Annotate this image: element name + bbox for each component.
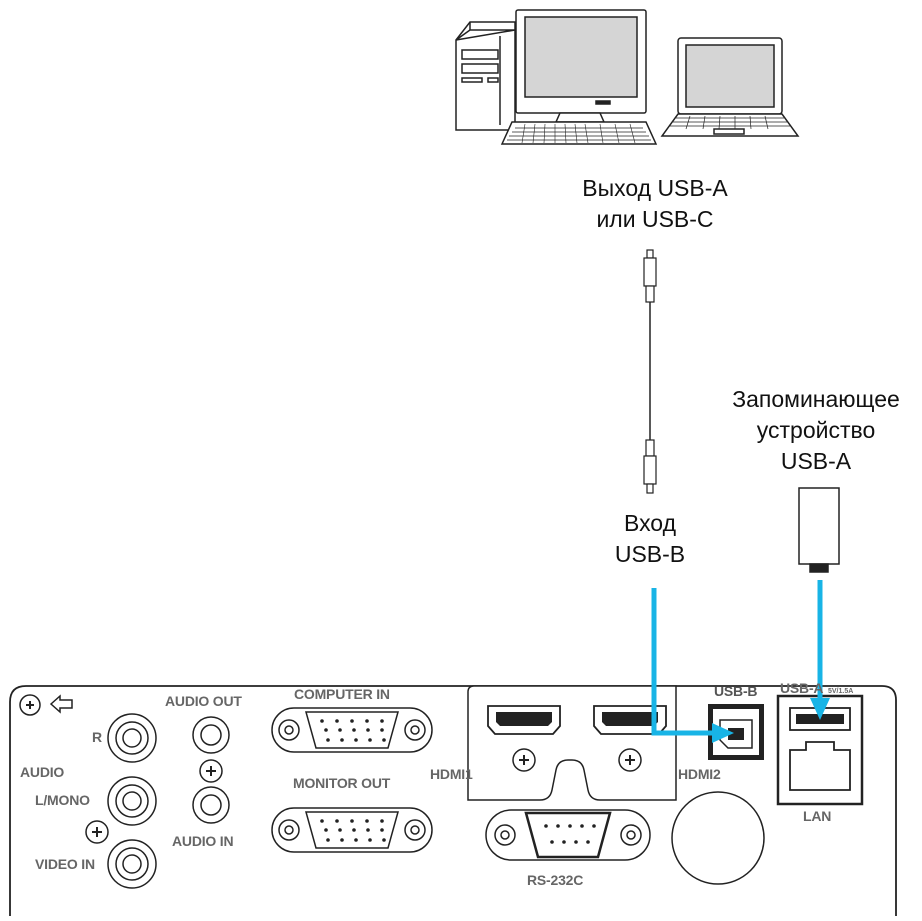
usb-rating-label: 5V/1.5A bbox=[828, 688, 854, 695]
connection-lines bbox=[651, 580, 830, 743]
rca-lmono-jack bbox=[107, 776, 157, 826]
rca-r-jack bbox=[107, 713, 157, 763]
video-in-label: VIDEO IN bbox=[35, 856, 95, 872]
rs232c-port bbox=[485, 809, 651, 861]
lan-label: LAN bbox=[803, 808, 832, 824]
usb-input-label-line2: USB-B bbox=[614, 541, 686, 567]
audio-label: AUDIO bbox=[20, 764, 65, 780]
round-cover bbox=[671, 791, 765, 885]
computer-in-port bbox=[271, 707, 433, 753]
audio-in-jack bbox=[192, 786, 230, 824]
r-label: R bbox=[92, 729, 102, 745]
computer-in-label: COMPUTER IN bbox=[294, 686, 390, 702]
usb-a-lan-block bbox=[776, 694, 864, 806]
monitor-out-port bbox=[271, 807, 433, 853]
storage-label-line2: устройство bbox=[756, 417, 876, 443]
projector-rear-panel bbox=[9, 685, 897, 916]
hdmi1-label: HDMI1 bbox=[430, 766, 473, 782]
monitor-out-label: MONITOR OUT bbox=[293, 775, 391, 791]
usb-output-label-line2: или USB-C bbox=[596, 206, 714, 232]
storage-label-line3: USB-A bbox=[780, 448, 852, 474]
storage-label-line1: Запоминающее bbox=[732, 386, 900, 412]
rca-video-jack bbox=[107, 839, 157, 889]
audio-out-label: AUDIO OUT bbox=[165, 693, 242, 709]
usb-output-label-line1: Выход USB-A bbox=[582, 175, 728, 201]
audio-out-jack bbox=[192, 716, 230, 754]
usb-flash-drive-icon bbox=[798, 487, 840, 573]
l-mono-label: L/MONO bbox=[35, 792, 90, 808]
rs232c-label: RS-232C bbox=[527, 872, 584, 888]
laptop-icon bbox=[660, 37, 800, 137]
hdmi2-port bbox=[593, 705, 667, 772]
desktop-computer-icon bbox=[455, 9, 658, 145]
hdmi2-label: HDMI2 bbox=[678, 766, 721, 782]
usb-cable-icon bbox=[643, 249, 657, 494]
hdmi1-port bbox=[487, 705, 561, 772]
usb-a-label: USB-A bbox=[780, 680, 824, 696]
audio-in-label: AUDIO IN bbox=[172, 833, 234, 849]
usb-b-label: USB-B bbox=[714, 683, 758, 699]
usb-input-label-line1: Вход bbox=[623, 510, 677, 536]
